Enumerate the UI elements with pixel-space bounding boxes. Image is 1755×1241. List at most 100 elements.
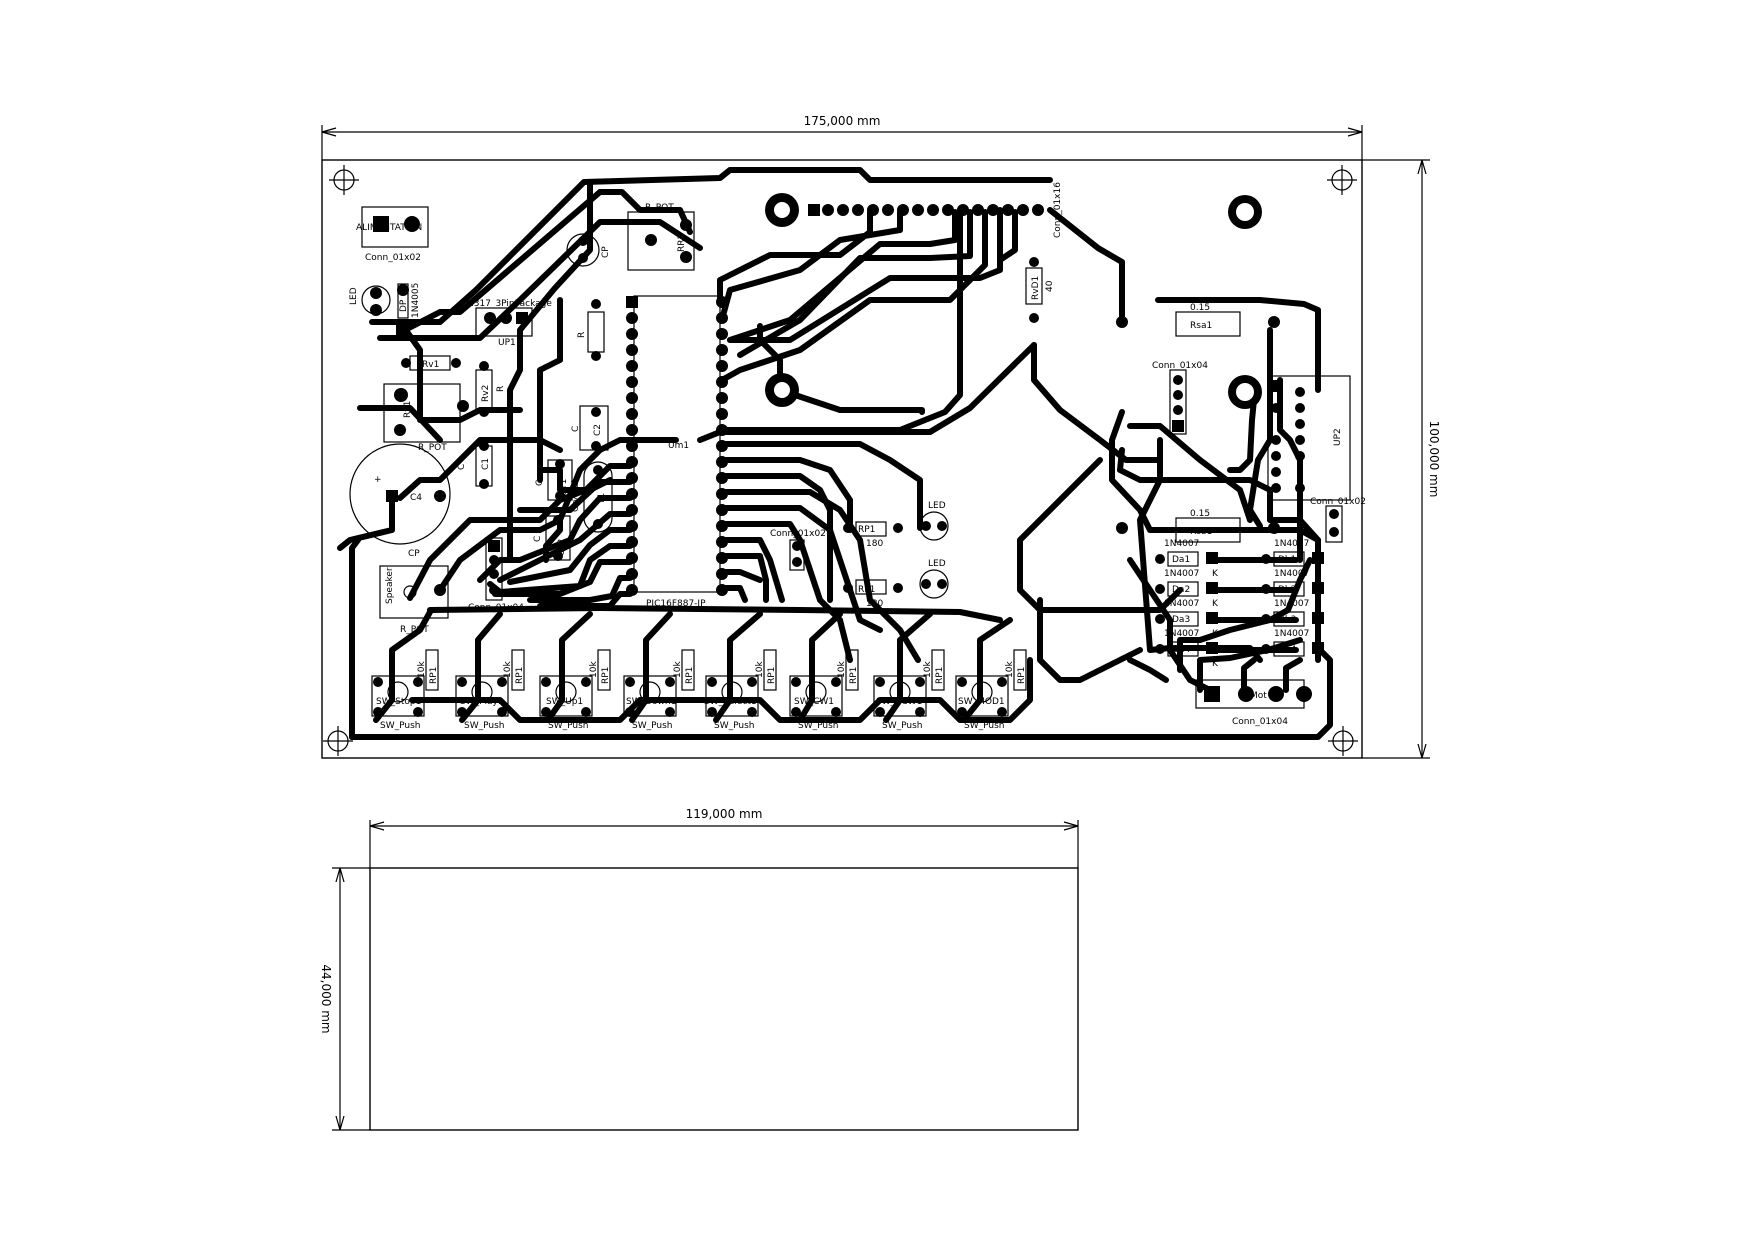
capacitor-c1: C1 C [457,441,493,489]
svg-text:UP1: UP1 [498,338,516,348]
potentiometer-top: R_POT RR2 [627,203,695,271]
svg-text:1N4007: 1N4007 [1164,599,1199,609]
lm317-regulator: LM317_3PinPackage UP1 [461,299,552,348]
svg-text:C1: C1 [481,458,491,470]
svg-text:Db2: Db2 [1278,585,1296,595]
svg-text:LED: LED [349,287,359,305]
svg-text:DP: DP [399,299,409,312]
svg-text:C: C [571,426,581,432]
mounting-holes [323,165,1358,756]
svg-text:PIC16F887-IP: PIC16F887-IP [646,599,706,609]
svg-text:RP1: RP1 [515,667,525,684]
mounting-hole [329,165,359,195]
svg-text:RP1: RP1 [601,667,611,684]
resistor-rvd1: RvD1 40 [1025,257,1055,323]
svg-text:Conn_01x04: Conn_01x04 [1152,361,1208,371]
svg-text:Conn_01x04: Conn_01x04 [1232,717,1288,727]
resistor-rsb1: 0.15 Rsb1 [1116,509,1280,543]
indicator-led-a: LED [919,501,949,541]
svg-text:C: C [533,536,543,542]
panel-width-dimension: 119,000 mm [369,807,1079,868]
svg-text:0.15: 0.15 [1190,509,1210,519]
svg-text:1N4007: 1N4007 [1164,539,1199,549]
svg-text:RP1: RP1 [849,667,859,684]
svg-text:RP1: RP1 [767,667,777,684]
pic-right-pins [716,296,728,596]
mounting-hole [1328,726,1358,756]
mounting-hole [1327,165,1357,195]
svg-text:Rv1: Rv1 [403,401,413,418]
potentiometer-left: Rv1 R_POT [383,383,469,453]
svg-text:Rv1: Rv1 [422,360,439,370]
svg-text:10k: 10k [837,661,847,678]
speaker: Speaker R_POT [379,565,449,635]
capacitor-cy1: CY1 C [535,459,573,501]
svg-text:10k: 10k [1005,661,1015,678]
svg-text:Db1: Db1 [1278,555,1296,565]
motor-connector: Mot Conn_01x04 [1195,679,1312,727]
pic16f887-microcontroller: Um1 PIC16F887-IP [626,295,728,609]
svg-text:RP1: RP1 [685,667,695,684]
svg-text:SW_CW1: SW_CW1 [794,697,834,707]
resistor-rp1-b: RP1 180 [843,579,903,609]
board-width-label: 175,000 mm [804,114,881,128]
svg-text:RP1: RP1 [858,525,875,535]
svg-text:10k: 10k [417,661,427,678]
svg-text:RvD1: RvD1 [1031,276,1041,300]
svg-text:K: K [1212,569,1219,579]
svg-text:RP1: RP1 [935,667,945,684]
svg-text:Rv2: Rv2 [481,385,491,402]
svg-text:SW_Push: SW_Push [798,721,838,731]
svg-text:C: C [535,480,545,486]
svg-text:SW_Down1: SW_Down1 [626,697,676,707]
copper-tracks [337,167,1333,740]
svg-text:SW_Push: SW_Push [464,721,504,731]
display-connector-01x16: Conn_01x16 [808,182,1063,238]
svg-text:RP1: RP1 [429,667,439,684]
svg-text:10k: 10k [673,661,683,678]
svg-text:R_POT: R_POT [418,443,447,453]
svg-text:SW_Stop1: SW_Stop1 [376,697,421,707]
svg-text:SW_Push: SW_Push [882,721,922,731]
svg-text:Da3: Da3 [1172,615,1190,625]
switch-row: SW_Stop1 SW_Push RP1 10k SW_Play1 SW_Pus… [371,649,1027,731]
svg-text:Da2: Da2 [1172,585,1190,595]
panel-height-label: 44,000 mm [319,964,333,1033]
board-height-dimension: 100,000 mm [1362,159,1441,759]
svg-text:Da4: Da4 [1172,645,1190,655]
switch-up: SW_Up1 SW_Push RP1 10k [539,649,611,731]
svg-text:Crystal: Crystal [571,480,581,512]
svg-text:SW_Push: SW_Push [380,721,420,731]
svg-text:1N4007: 1N4007 [1274,539,1309,549]
conn-01x04-right: Conn_01x04 [1152,361,1208,435]
svg-text:R_POT: R_POT [400,625,429,635]
svg-text:Db4: Db4 [1278,645,1297,655]
svg-text:K: K [1212,629,1219,639]
motor-driver-up2: UP2 [1267,375,1351,501]
svg-text:180: 180 [866,539,883,549]
voltage-resistors: Rv1 Rv2 R [401,355,506,417]
svg-text:SW_CCW1: SW_CCW1 [876,697,922,707]
svg-text:1N4007: 1N4007 [1274,629,1309,639]
svg-text:Um1: Um1 [668,441,689,451]
svg-text:C: C [457,464,467,470]
svg-text:Conn_01x02: Conn_01x02 [1310,497,1366,507]
alimentation-connector: ALIMENTATION Conn_01x02 [356,206,429,263]
svg-text:R: R [577,332,587,338]
svg-text:10k: 10k [503,661,513,678]
switch-mod: SW_MOD1 SW_Push RP1 10k [955,649,1027,731]
svg-text:SW_Push: SW_Push [964,721,1004,731]
svg-text:CP: CP [601,246,611,258]
svg-text:Conn_01x02: Conn_01x02 [770,529,826,539]
svg-text:LED: LED [928,559,946,569]
pic-left-pins [626,296,638,596]
panel-outline [369,867,1079,1131]
mounting-hole [323,726,353,756]
diodes-b: 1N4007 Db1 1N4007 Db2 1N4007 Db3 1N4007 … [1261,539,1324,657]
resistor-r-pic: R [577,299,605,361]
svg-text:RP1: RP1 [1017,667,1027,684]
svg-text:RP1: RP1 [858,585,875,595]
diodes-a: 1N4007 Da1 K 1N4007 Da2 K 1N4007 Da3 K 1… [1155,539,1219,669]
crystal-oscillator: Crystal Y1 [571,461,613,533]
svg-text:Da1: Da1 [1172,555,1190,565]
